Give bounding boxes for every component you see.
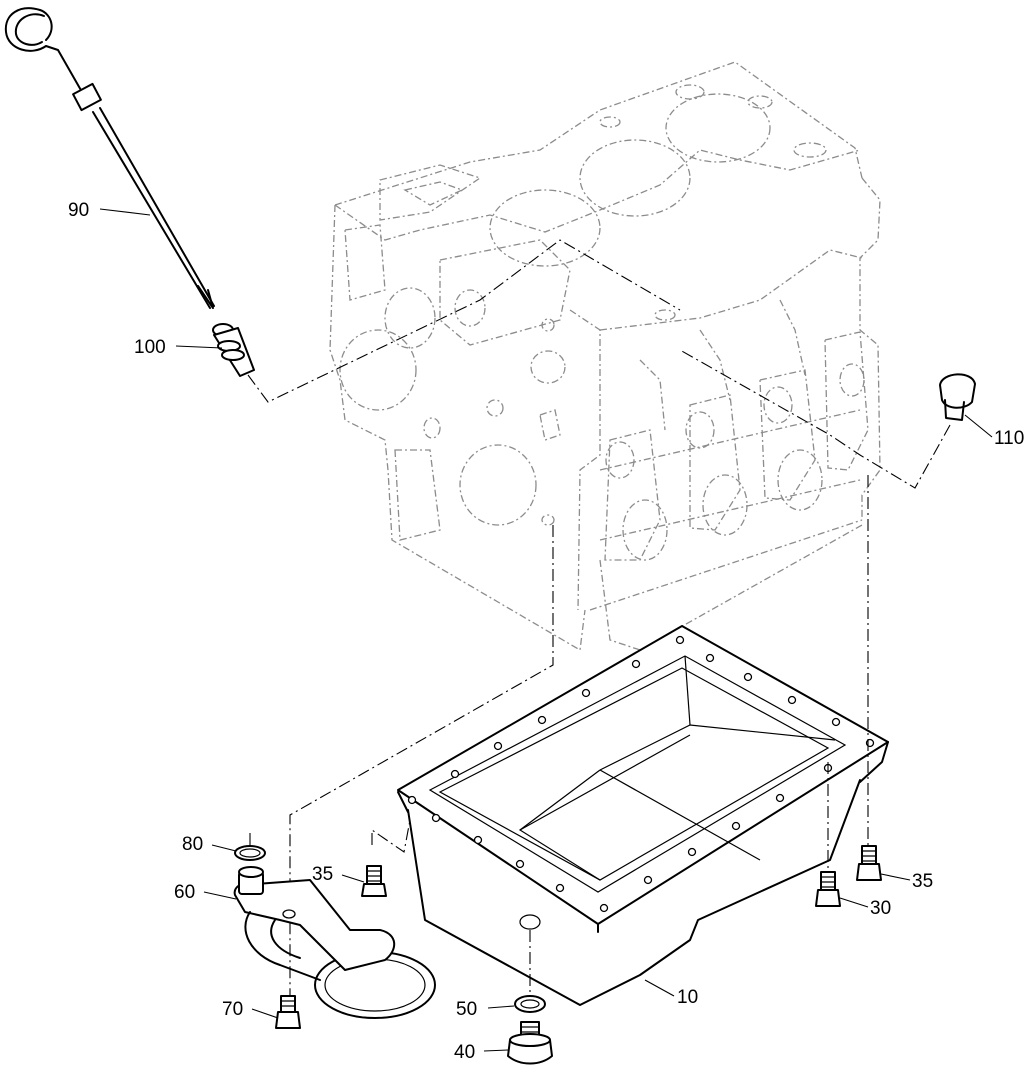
- dipstick-guide-part-100: [212, 239, 681, 403]
- oil-strainer-part-60: [233, 866, 436, 1019]
- engine-block-phantom: [329, 61, 881, 652]
- callout-50: 50: [456, 999, 477, 1020]
- callout-35-right: 35: [912, 871, 933, 892]
- drain-plug-part-40: [507, 1021, 553, 1065]
- leader-lines: [99, 208, 993, 1052]
- bolt-part-35-right: [856, 845, 882, 881]
- callout-10: 10: [677, 987, 698, 1008]
- bolt-part-70: [275, 995, 301, 1029]
- oil-pan-part-10: [397, 625, 889, 1006]
- callout-110: 110: [994, 428, 1024, 449]
- gasket-part-50: [514, 995, 546, 1013]
- callout-80: 80: [182, 834, 203, 855]
- callout-35-left: 35: [312, 864, 333, 885]
- callout-40: 40: [454, 1042, 475, 1063]
- callout-90: 90: [68, 200, 89, 221]
- callout-70: 70: [222, 999, 243, 1020]
- callout-100: 100: [134, 337, 166, 358]
- bolt-part-30: [815, 871, 841, 907]
- plug-part-110: [679, 349, 976, 489]
- callout-60: 60: [174, 882, 195, 903]
- bolt-part-35-left: [361, 865, 387, 897]
- callout-labels: 90 100 110 80 60 35 35 30 70 50 40 10: [68, 200, 1024, 1063]
- callout-30: 30: [870, 898, 891, 919]
- o-ring-part-80: [234, 845, 266, 861]
- dipstick-part-90: [4, 7, 215, 309]
